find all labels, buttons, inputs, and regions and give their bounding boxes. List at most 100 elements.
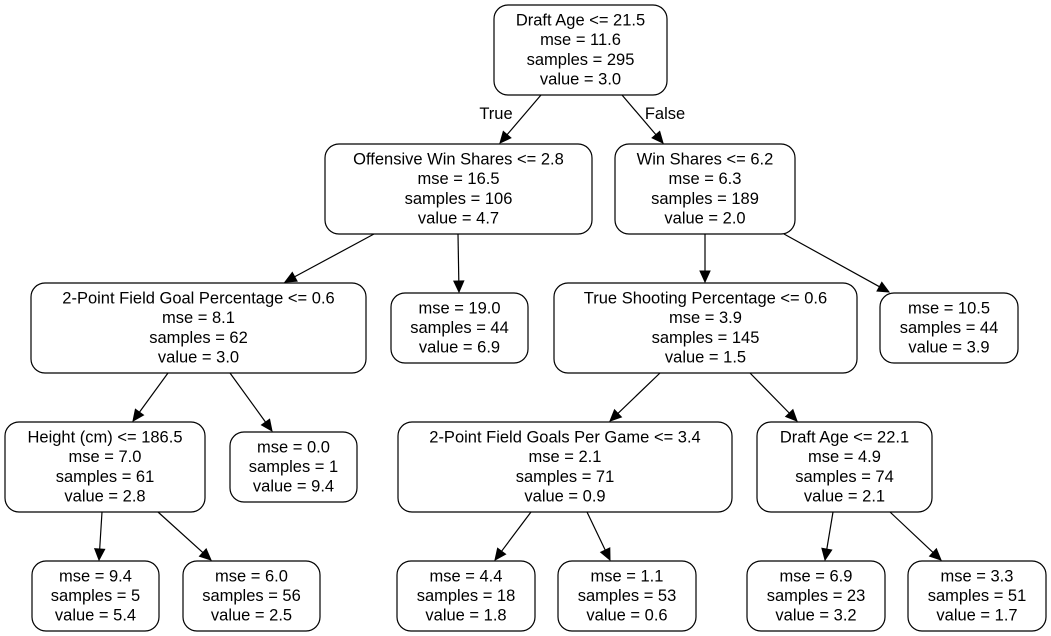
- edge-n10-n15: [821, 511, 834, 562]
- node-text-line: mse = 4.9: [808, 448, 881, 466]
- node-text-line: 2-Point Field Goal Percentage <= 0.6: [62, 289, 334, 307]
- node-text-line: samples = 189: [651, 190, 759, 208]
- leaf-node-n11: mse = 9.4 samples = 5 value = 5.4: [31, 560, 160, 632]
- node-text-line: samples = 71: [516, 468, 615, 486]
- node-text-line: mse = 10.5: [908, 299, 990, 317]
- edge-n5-n10: [749, 372, 798, 422]
- edge-n2-n6: [783, 233, 891, 293]
- edge-line: [826, 511, 834, 550]
- node-text-line: mse = 1.1: [591, 567, 664, 585]
- node-text-line: samples = 23: [767, 587, 866, 605]
- node-text-line: Height (cm) <= 186.5: [28, 428, 183, 446]
- node-text-line: value = 2.5: [211, 607, 292, 625]
- arrowhead-icon: [260, 418, 273, 432]
- node-box: [397, 421, 733, 513]
- edge-n9-n13: [494, 511, 532, 561]
- edge-n3-n8: [229, 372, 273, 432]
- edge-line: [506, 94, 542, 136]
- node-text-line: mse = 4.4: [430, 567, 503, 585]
- node-text-line: value = 3.0: [158, 349, 239, 367]
- tree-nodes: Draft Age <= 21.5 mse = 11.6 samples = 295…: [4, 4, 1047, 632]
- edge-n9-n14: [586, 511, 611, 562]
- node-box: [879, 292, 1019, 364]
- node-box: [557, 560, 697, 632]
- node-text-line: value = 1.8: [425, 607, 506, 625]
- arrowhead-icon: [876, 281, 891, 293]
- edge-line: [749, 372, 790, 414]
- arrowhead-icon: [599, 547, 611, 562]
- node-text-line: mse = 19.0: [418, 299, 500, 317]
- arrowhead-icon: [651, 130, 664, 144]
- node-text-line: mse = 8.1: [162, 309, 235, 327]
- edge-n1-n4: [453, 233, 465, 294]
- split-node-n0: Draft Age <= 21.5 mse = 11.6 samples = 295…: [493, 4, 668, 96]
- node-box: [4, 421, 206, 513]
- edge-n2-n5: [699, 234, 711, 284]
- node-text-line: samples = 5: [51, 587, 140, 605]
- edge-line: [457, 233, 460, 282]
- edge-line: [621, 94, 657, 136]
- node-box: [390, 292, 529, 364]
- edge-line: [617, 372, 661, 414]
- node-text-line: samples = 106: [405, 190, 513, 208]
- node-text-line: samples = 53: [578, 587, 677, 605]
- node-text-line: mse = 7.0: [69, 448, 142, 466]
- node-text-line: samples = 61: [56, 468, 155, 486]
- edge-label: False: [645, 105, 685, 123]
- node-text-line: value = 5.4: [55, 607, 136, 625]
- edge-n0-n1: True: [479, 94, 542, 144]
- node-text-line: mse = 6.3: [669, 170, 742, 188]
- edge-n7-n11: [93, 511, 106, 562]
- node-text-line: mse = 11.6: [540, 31, 621, 49]
- node-box: [756, 421, 933, 513]
- edge-line: [889, 511, 934, 553]
- edge-n5-n9: [609, 372, 661, 422]
- edge-n3-n7: [132, 372, 169, 422]
- node-text-line: value = 3.0: [540, 71, 621, 89]
- arrowhead-icon: [928, 547, 942, 561]
- node-text-line: mse = 2.1: [529, 448, 602, 466]
- node-text-line: value = 2.8: [64, 488, 145, 506]
- arrowhead-icon: [132, 408, 145, 422]
- arrowhead-icon: [784, 408, 798, 422]
- node-box: [182, 560, 321, 632]
- node-text-line: samples = 56: [202, 587, 301, 605]
- node-text-line: value = 1.7: [936, 607, 1017, 625]
- node-text-line: 2-Point Field Goals Per Game <= 3.4: [429, 428, 700, 446]
- node-text-line: samples = 44: [900, 319, 999, 337]
- node-text-line: value = 0.9: [524, 488, 605, 506]
- node-text-line: Draft Age <= 21.5: [516, 11, 645, 29]
- node-box: [614, 143, 796, 235]
- node-text-line: samples = 18: [417, 587, 516, 605]
- edge-line: [501, 511, 532, 552]
- leaf-node-n13: mse = 4.4 samples = 18 value = 1.8: [396, 560, 536, 632]
- edge-n0-n2: False: [621, 94, 685, 144]
- node-text-line: mse = 9.4: [59, 567, 132, 585]
- node-text-line: value = 3.9: [908, 339, 989, 357]
- node-text-line: value = 3.2: [775, 607, 856, 625]
- node-text-line: mse = 6.9: [780, 567, 853, 585]
- edge-n10-n16: [889, 511, 942, 561]
- leaf-node-n15: mse = 6.9 samples = 23 value = 3.2: [746, 560, 886, 632]
- node-text-line: value = 9.4: [253, 478, 334, 496]
- node-text-line: True Shooting Percentage <= 0.6: [584, 289, 827, 307]
- tree-edges: True False: [93, 94, 942, 562]
- node-text-line: mse = 6.0: [215, 567, 288, 585]
- edge-line: [294, 233, 375, 278]
- node-text-line: Offensive Win Shares <= 2.8: [353, 150, 564, 168]
- node-text-line: Win Shares <= 6.2: [637, 150, 774, 168]
- node-text-line: value = 2.0: [664, 210, 745, 228]
- edge-n7-n12: [157, 511, 212, 561]
- node-box: [30, 282, 367, 374]
- node-text-line: samples = 74: [795, 468, 894, 486]
- node-text-line: samples = 295: [527, 51, 635, 69]
- node-text-line: value = 1.5: [665, 349, 746, 367]
- arrowhead-icon: [821, 547, 833, 562]
- node-box: [31, 560, 160, 632]
